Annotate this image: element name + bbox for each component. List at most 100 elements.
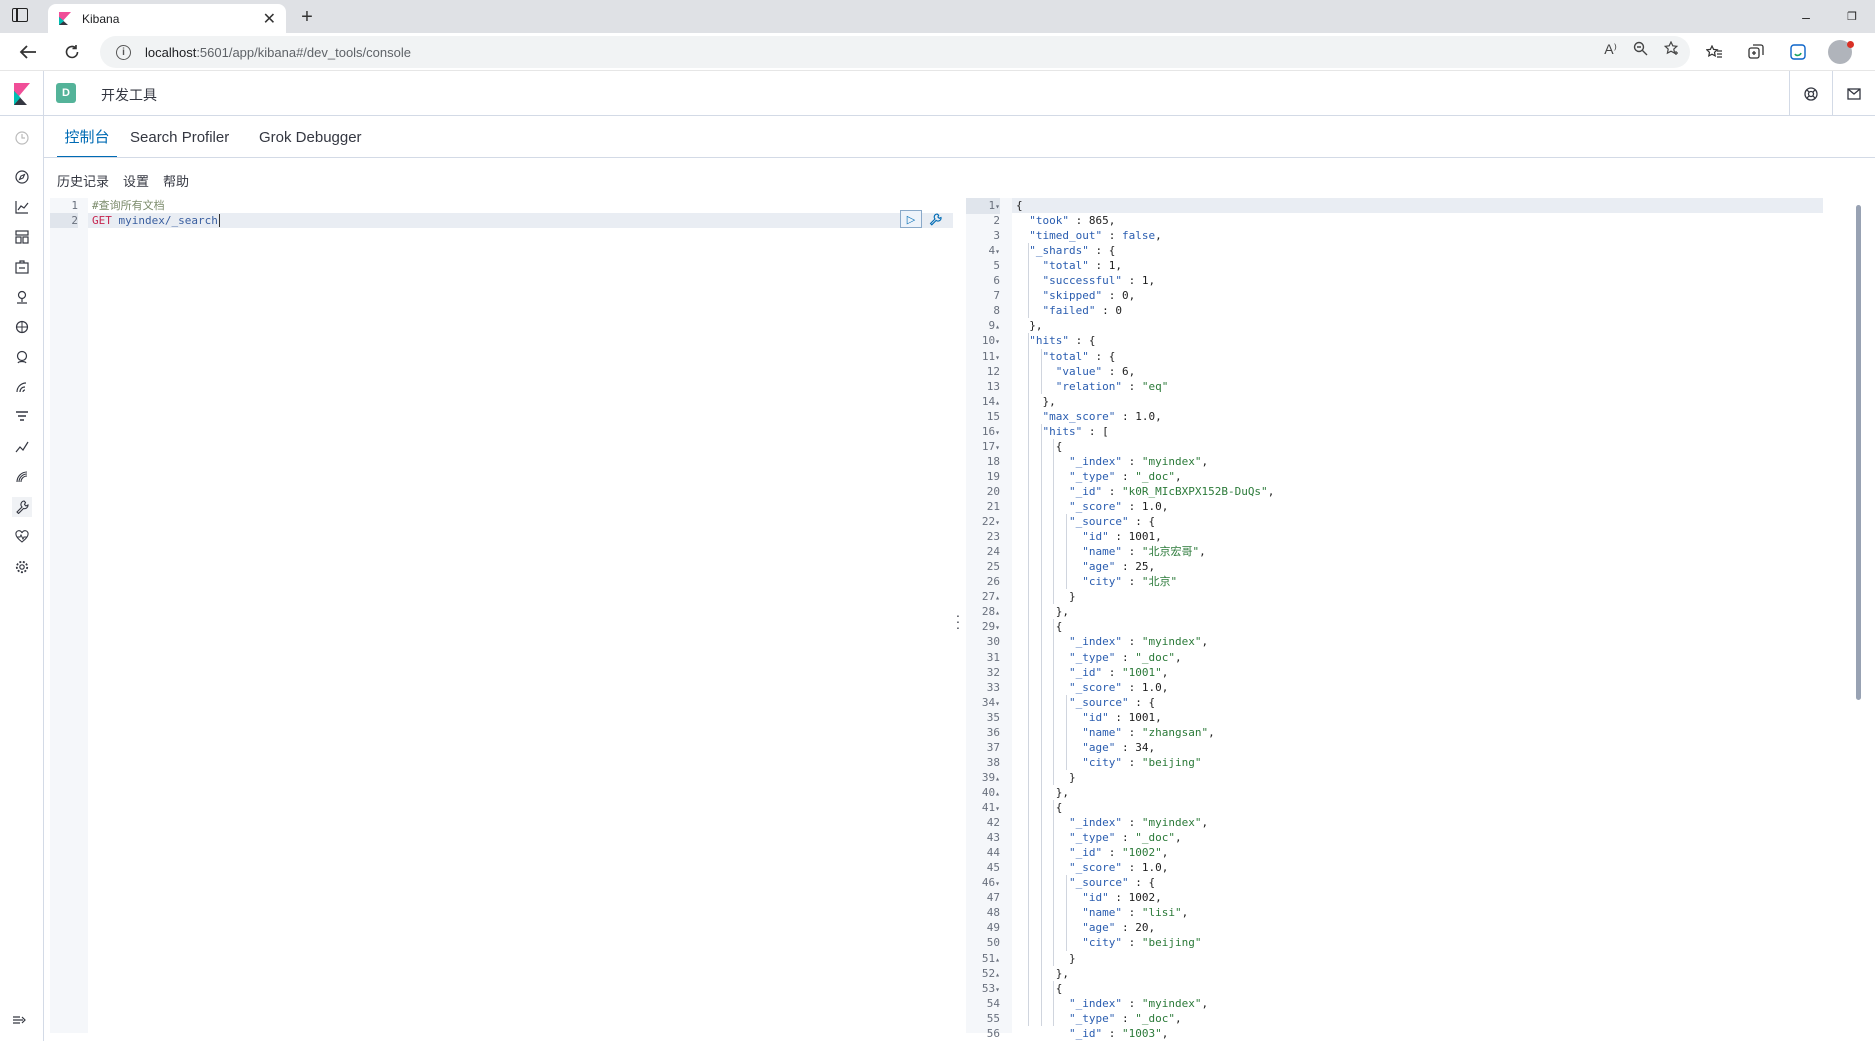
line-number: 36 (986, 725, 1000, 739)
profile-avatar[interactable] (1826, 38, 1854, 66)
line-number: 22▾ (981, 515, 1000, 529)
machine-learning-icon[interactable] (12, 317, 32, 337)
response-line: }, (1042, 394, 1056, 408)
line-number: 28▴ (981, 605, 1000, 619)
recently-viewed-icon[interactable] (12, 128, 32, 148)
close-tab-icon[interactable]: ✕ (262, 10, 276, 28)
line-number: 2 (50, 213, 78, 228)
stack-monitoring-icon[interactable] (12, 527, 32, 547)
response-line: "_source" : { (1068, 515, 1156, 529)
line-number: 30 (986, 635, 1000, 649)
response-line: "name" : "北京宏哥", (1082, 545, 1206, 559)
uptime-icon[interactable] (12, 437, 32, 457)
line-number: 43 (986, 831, 1000, 845)
dev-tools-wrench-icon[interactable] (12, 497, 32, 517)
url-host: localhost (145, 44, 197, 60)
request-options-wrench-icon[interactable] (926, 210, 944, 228)
line-number: 52▴ (981, 966, 1000, 980)
response-line: "failed" : 0 (1042, 304, 1122, 318)
collections-icon[interactable] (1742, 38, 1770, 66)
collapse-nav-icon[interactable] (12, 1014, 26, 1028)
management-gear-icon[interactable] (12, 557, 32, 577)
favorites-icon[interactable] (1700, 38, 1728, 66)
line-number: 21 (986, 500, 1000, 513)
sidebar-toggle-icon[interactable] (12, 8, 28, 22)
history-menu-item[interactable]: 历史记录 (57, 174, 110, 189)
line-number: 40▴ (981, 785, 1000, 799)
response-line: "_id" : "1002", (1068, 846, 1169, 860)
address-bar[interactable]: i localhost:5601/app/kibana#/dev_tools/c… (100, 36, 1690, 68)
request-gutter: 1 2 (50, 198, 88, 1033)
dev-tools-tabs: 控制台 Search Profiler Grok Debugger (44, 116, 1875, 158)
visualize-chart-icon[interactable] (12, 197, 32, 217)
line-number: 37 (986, 740, 1000, 754)
response-line: "total" : 1, (1042, 259, 1122, 273)
tab-console[interactable]: 控制台 (57, 116, 117, 158)
page-title: 开发工具 (101, 87, 157, 103)
header-actions (1789, 71, 1875, 116)
line-number: 50 (986, 936, 1000, 950)
line-number: 8 (993, 304, 1000, 318)
line-number: 1 (71, 199, 78, 212)
siem-icon[interactable] (12, 347, 32, 367)
logs-icon[interactable] (12, 377, 32, 397)
indent-guide (1066, 514, 1067, 590)
request-line: GET myindex/_search (92, 213, 220, 228)
newsfeed-mail-icon[interactable] (1832, 71, 1875, 116)
kibana-logo-icon[interactable] (0, 71, 44, 116)
restore-window-button[interactable]: ❐ (1847, 11, 1857, 23)
active-line-highlight (88, 213, 953, 228)
profile-avatar-image (1828, 40, 1854, 64)
response-line: } (1068, 590, 1076, 604)
tab-search-profiler[interactable]: Search Profiler (130, 128, 230, 146)
response-line: "_index" : "myindex", (1068, 454, 1209, 468)
back-arrow-icon[interactable] (14, 38, 42, 66)
send-request-play-icon[interactable]: ▷ (900, 210, 922, 228)
apm-icon[interactable] (12, 407, 32, 427)
response-line: "age" : 25, (1082, 560, 1156, 574)
browser-tab-kibana[interactable]: Kibana ✕ (48, 4, 286, 33)
response-line: "_type" : "_doc", (1068, 1011, 1182, 1025)
response-line: }, (1055, 785, 1069, 799)
settings-menu-item[interactable]: 设置 (123, 174, 150, 189)
response-line: "city" : "beijing" (1082, 936, 1202, 950)
url-text[interactable]: localhost:5601/app/kibana#/dev_tools/con… (145, 45, 411, 60)
pane-resizer-handle[interactable]: ··· (955, 607, 961, 635)
zoom-out-icon[interactable] (1633, 41, 1648, 59)
response-line: } (1068, 770, 1076, 784)
browser-tab-title: Kibana (82, 11, 120, 26)
help-icon[interactable] (1789, 71, 1832, 116)
dashboard-icon[interactable] (12, 227, 32, 247)
discover-compass-icon[interactable] (12, 167, 32, 187)
help-menu-item[interactable]: 帮助 (163, 174, 190, 189)
response-line: "timed_out" : false, (1029, 229, 1162, 243)
request-editor[interactable]: 1 2 #查询所有文档 GET myindex/_search (50, 198, 953, 1033)
line-number: 45 (986, 861, 1000, 875)
minimize-window-button[interactable]: – (1802, 8, 1810, 25)
canvas-icon[interactable] (12, 257, 32, 277)
response-line: "hits" : [ (1042, 424, 1109, 438)
line-number: 41▾ (981, 801, 1000, 814)
maps-icon[interactable] (12, 287, 32, 307)
site-info-icon[interactable]: i (116, 44, 131, 60)
new-tab-button[interactable]: + (301, 5, 313, 28)
response-scrollbar[interactable] (1856, 205, 1861, 700)
browser-tools (1700, 38, 1854, 66)
line-number: 17▾ (981, 439, 1000, 453)
read-aloud-icon[interactable]: A⁾ (1604, 41, 1617, 57)
tab-grok-debugger[interactable]: Grok Debugger (259, 128, 362, 146)
line-number: 27▴ (981, 590, 1000, 604)
metrics-icon[interactable] (12, 467, 32, 487)
line-number: 7 (993, 289, 1000, 303)
indent-guide (1028, 243, 1029, 319)
line-number: 31 (986, 650, 1000, 664)
edge-copilot-icon[interactable] (1784, 38, 1812, 66)
add-favorite-icon[interactable] (1663, 40, 1680, 59)
response-line: "_index" : "myindex", (1068, 996, 1209, 1010)
space-avatar[interactable]: D (56, 83, 76, 103)
browser-toolbar: i localhost:5601/app/kibana#/dev_tools/c… (0, 33, 1875, 71)
line-number: 49 (986, 921, 1000, 935)
reload-icon[interactable] (58, 38, 86, 66)
